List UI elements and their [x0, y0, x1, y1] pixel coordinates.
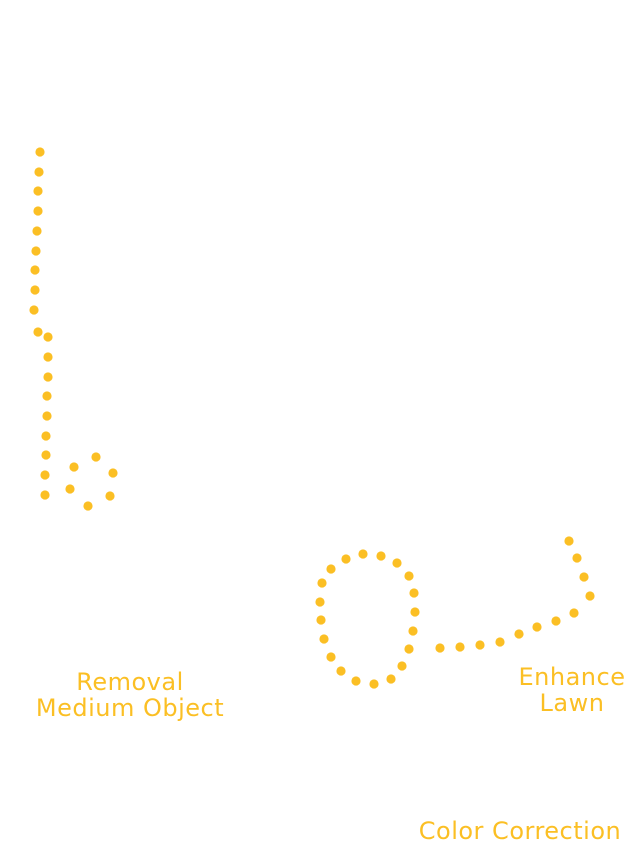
path-dot: [397, 661, 407, 671]
path-dot: [319, 634, 329, 644]
path-dot: [569, 608, 579, 618]
left-path: [29, 147, 53, 500]
path-dot: [315, 597, 325, 607]
path-dot: [579, 572, 589, 582]
path-dot: [475, 640, 485, 650]
path-dot: [585, 591, 595, 601]
path-dot: [514, 629, 524, 639]
path-dot: [317, 578, 327, 588]
left-loop: [65, 452, 118, 511]
path-dot: [42, 411, 52, 421]
path-dot: [42, 391, 52, 401]
path-dot: [91, 452, 101, 462]
path-dot: [408, 626, 418, 636]
path-dot: [316, 615, 326, 625]
path-dot: [33, 206, 43, 216]
path-dot: [69, 462, 79, 472]
path-dot: [32, 226, 42, 236]
path-dot: [326, 652, 336, 662]
right-tail: [435, 536, 595, 653]
path-dot: [41, 450, 51, 460]
path-dot: [33, 186, 43, 196]
path-dot: [30, 265, 40, 275]
path-dot: [351, 676, 361, 686]
path-dot: [33, 327, 43, 337]
path-dot: [376, 551, 386, 561]
path-dot: [532, 622, 542, 632]
removal-label-line2: Medium Object: [35, 694, 225, 722]
path-dot: [341, 554, 351, 564]
removal-label-line1: Removal: [76, 668, 184, 696]
path-dot: [404, 644, 414, 654]
color-correction-label: Color Correction: [410, 818, 630, 844]
path-dot: [108, 468, 118, 478]
path-dot: [435, 643, 445, 653]
path-dot: [495, 637, 505, 647]
path-dot: [455, 642, 465, 652]
path-dot: [31, 246, 41, 256]
path-dot: [551, 616, 561, 626]
enhance-label-line1: Enhance: [518, 663, 626, 691]
path-dot: [409, 588, 419, 598]
enhance-label-line2: Lawn: [539, 689, 605, 717]
path-dot: [83, 501, 93, 511]
path-dot: [29, 305, 39, 315]
path-dot: [564, 536, 574, 546]
path-dot: [392, 558, 402, 568]
path-dot: [43, 332, 53, 342]
path-dot: [41, 431, 51, 441]
path-dot: [105, 491, 115, 501]
path-dot: [40, 470, 50, 480]
removal-medium-object-label: Removal Medium Object: [30, 669, 230, 721]
path-dot: [386, 674, 396, 684]
path-dot: [40, 490, 50, 500]
path-dot: [43, 352, 53, 362]
path-dot: [404, 571, 414, 581]
path-dot: [65, 484, 75, 494]
enhance-lawn-label: Enhance Lawn: [512, 664, 632, 716]
path-dot: [30, 285, 40, 295]
path-dot: [43, 372, 53, 382]
path-dot: [326, 564, 336, 574]
path-dot: [34, 167, 44, 177]
oval-loop: [315, 549, 420, 689]
path-dot: [35, 147, 45, 157]
path-dot: [572, 553, 582, 563]
path-dot: [410, 607, 420, 617]
path-dot: [336, 666, 346, 676]
path-dot: [369, 679, 379, 689]
color-correction-text: Color Correction: [418, 817, 622, 845]
path-dot: [358, 549, 368, 559]
